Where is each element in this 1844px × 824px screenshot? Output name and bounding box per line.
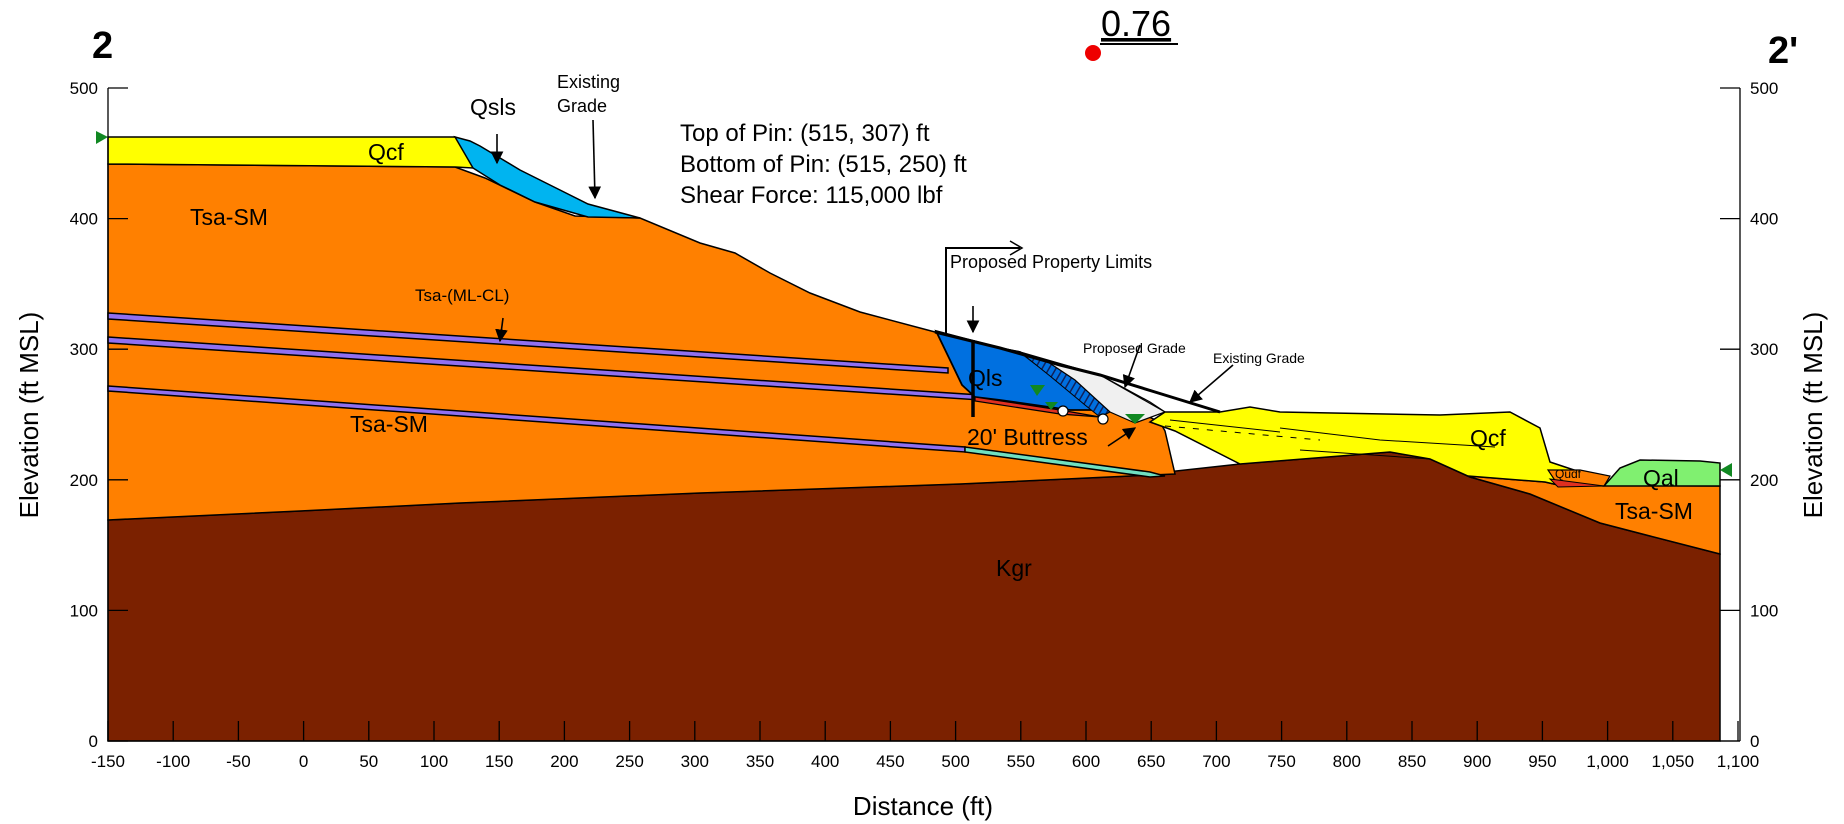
y-axis-title-right: Elevation (ft MSL) [1798, 312, 1828, 519]
y-tick-marks-left: 0 100 200 300 400 500 [70, 79, 128, 751]
unit-tsa-sm-polygon [107, 163, 1176, 521]
section-label-left: 2 [92, 25, 113, 67]
y-tick-label-right-5: 500 [1750, 79, 1778, 98]
qcf-dashed-line [1164, 425, 1321, 441]
qudf-red-layer [1548, 478, 1605, 488]
y-tick-label-left-0: 0 [89, 732, 98, 751]
proposed-grade-line [1019, 351, 1166, 413]
water-table-marker-right [1720, 463, 1732, 477]
label-tsa-sm-right: Tsa-SM [1615, 498, 1693, 524]
existing-grade-right-label: Existing Grade [1213, 350, 1305, 366]
existing-grade-top-label: Existing Grade [557, 72, 625, 116]
x-tick-label-21: 900 [1463, 752, 1491, 771]
x-tick-label-22: 950 [1528, 752, 1556, 771]
unit-qsls-polygon [453, 135, 641, 219]
pin-shear-text: Shear Force: 115,000 lbf [680, 182, 943, 209]
x-tick-label-2: -50 [226, 752, 251, 771]
x-tick-marks: -150 -100 -50 0 50 100 150 200 250 300 350 400 450 50… [91, 721, 1759, 771]
buttress-label: 20' Buttress [967, 424, 1088, 450]
x-tick-label-12: 450 [876, 752, 904, 771]
x-tick-label-23: 1,000 [1586, 752, 1629, 771]
x-tick-label-20: 850 [1398, 752, 1426, 771]
y-axis-title-left: Elevation (ft MSL) [14, 312, 44, 519]
y-tick-label-right-0: 0 [1750, 732, 1759, 751]
x-tick-label-14: 550 [1007, 752, 1035, 771]
x-tick-label-19: 800 [1333, 752, 1361, 771]
label-kgr: Kgr [996, 555, 1032, 581]
water-table-marker-qls [1030, 385, 1045, 396]
property-limits-flag [1009, 240, 1024, 256]
red-slip-layer [974, 396, 1101, 418]
x-tick-label-4: 50 [359, 752, 378, 771]
x-tick-label-10: 350 [746, 752, 774, 771]
x-tick-label-9: 300 [681, 752, 709, 771]
y-tick-label-right-4: 400 [1750, 210, 1778, 229]
drain-layer [964, 446, 1166, 478]
y-tick-label-left-4: 400 [70, 210, 98, 229]
x-tick-label-7: 200 [550, 752, 578, 771]
label-tsa-sm-middle: Tsa-SM [350, 411, 428, 437]
existing-grade-line [934, 330, 1221, 414]
label-qls: Qls [968, 365, 1003, 391]
x-tick-label-1: -100 [156, 752, 190, 771]
slip-center-point [1085, 45, 1101, 61]
unit-qal-polygon [1602, 459, 1721, 487]
x-tick-label-8: 250 [615, 752, 643, 771]
x-tick-label-11: 400 [811, 752, 839, 771]
label-tsa-ml-cl: Tsa-(ML-CL) [415, 286, 509, 305]
qcf-internal-lines [1169, 419, 1496, 460]
proposed-property-limits-label: Proposed Property Limits [950, 252, 1152, 272]
y-tick-label-right-1: 100 [1750, 601, 1778, 620]
y-tick-label-left-3: 300 [70, 340, 98, 359]
water-table-marker-buttress [1125, 414, 1145, 424]
x-tick-label-13: 500 [941, 752, 969, 771]
leader-arrows [490, 119, 1234, 447]
proposed-grade-label: Proposed Grade [1083, 340, 1186, 356]
x-tick-label-3: 0 [299, 752, 308, 771]
x-axis-title: Distance (ft) [853, 791, 993, 821]
unit-qcf-left-polygon [107, 136, 474, 169]
x-tick-label-18: 750 [1267, 752, 1295, 771]
x-tick-label-0: -150 [91, 752, 125, 771]
x-tick-label-16: 650 [1137, 752, 1165, 771]
axes-frame [107, 88, 1741, 742]
label-qcf-right: Qcf [1470, 425, 1506, 451]
x-tick-label-24: 1,050 [1652, 752, 1695, 771]
label-qudf: Qudf [1555, 467, 1582, 481]
y-tick-label-left-1: 100 [70, 601, 98, 620]
x-tick-label-25: 1,100 [1717, 752, 1760, 771]
section-label-right: 2' [1768, 30, 1798, 72]
y-tick-label-right-2: 200 [1750, 471, 1778, 490]
y-tick-label-left-5: 500 [70, 79, 98, 98]
x-tick-label-6: 150 [485, 752, 513, 771]
x-tick-label-15: 600 [1072, 752, 1100, 771]
x-tick-label-5: 100 [420, 752, 448, 771]
piezometer-circle-2 [1097, 413, 1109, 425]
piezometer-circle-1 [1057, 405, 1069, 417]
pin-bottom-text: Bottom of Pin: (515, 250) ft [680, 151, 967, 178]
label-qal: Qal [1643, 465, 1679, 491]
label-tsa-sm-upper: Tsa-SM [190, 204, 268, 230]
y-tick-marks-right: 0 100 200 300 400 500 [1720, 79, 1778, 751]
y-tick-label-left-2: 200 [70, 471, 98, 490]
property-limits-marker [945, 247, 1020, 333]
x-tick-label-17: 700 [1202, 752, 1230, 771]
label-qsls: Qsls [470, 94, 516, 120]
water-table-marker-qls-2 [1045, 402, 1058, 410]
label-qcf-left: Qcf [368, 139, 404, 165]
factor-of-safety-value: 0.76 [1101, 3, 1171, 44]
pin-top-text: Top of Pin: (515, 307) ft [680, 120, 930, 147]
water-table-marker-left [96, 131, 108, 144]
y-tick-label-right-3: 300 [1750, 340, 1778, 359]
